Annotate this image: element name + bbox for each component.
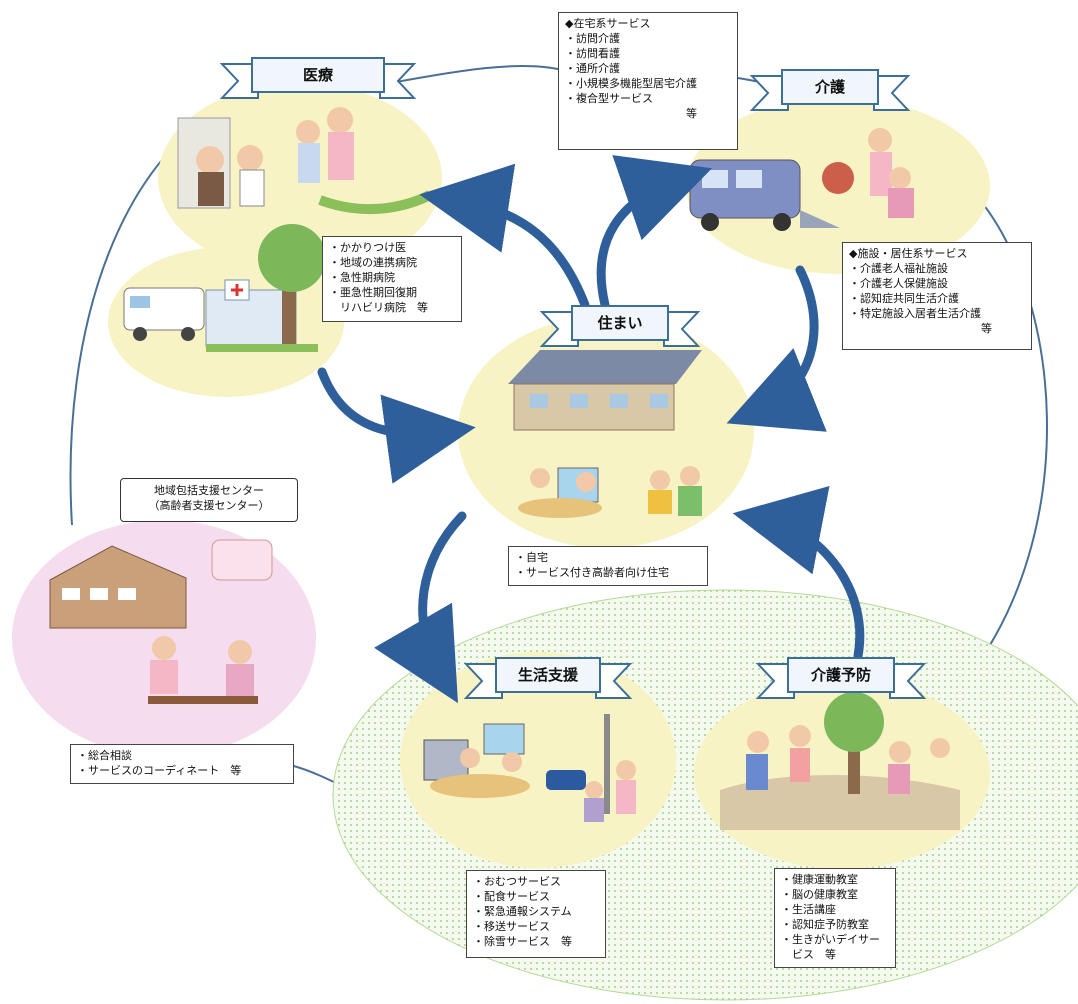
life-support-item: ・移送サービス bbox=[473, 920, 550, 933]
facility-services-item: ・介護老人保健施設 bbox=[849, 277, 948, 290]
ribbon-life-support bbox=[463, 657, 633, 699]
ribbon-medical bbox=[219, 57, 417, 99]
life-support-item: ・除雪サービス 等 bbox=[473, 935, 572, 948]
life-support-item: ・配食サービス bbox=[473, 890, 550, 903]
prevention-illustration bbox=[720, 692, 960, 830]
life-support-title: 生活支援 bbox=[517, 666, 578, 684]
home-services-box: ◆在宅系サービス ・訪問介護 ・訪問看護 ・通所介護 ・小規模多機能型居宅介護 … bbox=[558, 12, 738, 150]
home-services-item: ・通所介護 bbox=[565, 62, 620, 75]
housing-items-box: ・自宅 ・サービス付き高齢者向け住宅 bbox=[508, 546, 708, 586]
housing-item: ・自宅 bbox=[515, 551, 548, 564]
prevention-items-box: ・健康運動教室 ・脳の健康教室 ・生活講座 ・認知症予防教室 ・生きがいデイサー… bbox=[774, 868, 896, 968]
prevention-item: ・健康運動教室 bbox=[781, 873, 858, 886]
prevention-item: ・認知症予防教室 bbox=[781, 918, 869, 931]
facility-services-item: ・認知症共同生活介護 bbox=[849, 292, 959, 305]
facility-services-item: ◆施設・居住系サービス bbox=[849, 247, 968, 260]
housing-item: ・サービス付き高齢者向け住宅 bbox=[515, 566, 669, 579]
facility-services-item: 等 bbox=[849, 322, 992, 335]
medical-items-box: ・かかりつけ医 ・地域の連携病院 ・急性期病院 ・亜急性期回復期 リハビリ病院 … bbox=[322, 236, 462, 322]
center-title-scroll: 地域包括支援センター （高齢者支援センター） bbox=[120, 478, 298, 522]
medical-illustration bbox=[177, 107, 433, 214]
medical-item: ・かかりつけ医 bbox=[329, 241, 407, 254]
facility-services-item: ・特定施設入居者生活介護 bbox=[849, 307, 981, 320]
center-items-box: ・総合相談 ・サービスのコーディネート 等 bbox=[70, 744, 294, 784]
care-illustration bbox=[689, 128, 914, 231]
home-services-item: ・小規模多機能型居宅介護 bbox=[565, 77, 697, 90]
center-title-line2: （高齢者支援センター） bbox=[148, 499, 270, 512]
ribbon-prevention bbox=[755, 657, 927, 699]
medical-item: ・地域の連携病院 bbox=[329, 256, 417, 269]
home-services-item: ◆在宅系サービス bbox=[565, 17, 651, 30]
home-services-item: ・訪問看護 bbox=[565, 47, 620, 60]
hospital-illustration bbox=[123, 224, 326, 352]
facility-services-item: ・介護老人福祉施設 bbox=[849, 262, 948, 275]
ribbon-care bbox=[749, 69, 911, 111]
life-support-item: ・おむつサービス bbox=[473, 875, 561, 888]
medical-item: ・急性期病院 bbox=[329, 271, 395, 284]
center-title-line1: 地域包括支援センター bbox=[154, 484, 264, 497]
life-support-illustration bbox=[423, 714, 636, 822]
center-item: ・総合相談 bbox=[77, 749, 132, 762]
center-item: ・サービスのコーディネート 等 bbox=[77, 764, 242, 777]
life-support-item: ・緊急通報システム bbox=[473, 905, 572, 918]
home-services-item: ・複合型サービス bbox=[565, 92, 653, 105]
prevention-item: ・生きがいデイサー bbox=[781, 933, 880, 946]
home-services-item: ・訪問介護 bbox=[565, 32, 620, 45]
medical-title: 医療 bbox=[302, 66, 333, 84]
facility-services-box: ◆施設・居住系サービス ・介護老人福祉施設 ・介護老人保健施設 ・認知症共同生活… bbox=[842, 242, 1032, 350]
center-illustration bbox=[49, 539, 273, 704]
medical-item: ・亜急性期回復期 bbox=[329, 286, 417, 299]
care-title: 介護 bbox=[814, 78, 845, 96]
home-services-item: 等 bbox=[565, 107, 697, 120]
prevention-item: ・生活講座 bbox=[781, 903, 836, 916]
flow-arrows bbox=[317, 155, 865, 704]
ribbon-housing bbox=[539, 305, 701, 347]
medical-item: リハビリ病院 等 bbox=[329, 301, 428, 314]
prevention-item: ・脳の健康教室 bbox=[781, 888, 858, 901]
housing-illustration bbox=[508, 350, 702, 518]
prevention-item: ビス 等 bbox=[781, 948, 836, 961]
prevention-title: 介護予防 bbox=[810, 666, 871, 684]
life-support-items-box: ・おむつサービス ・配食サービス ・緊急通報システム ・移送サービス ・除雪サー… bbox=[466, 870, 606, 958]
housing-title: 住まい bbox=[597, 314, 643, 332]
